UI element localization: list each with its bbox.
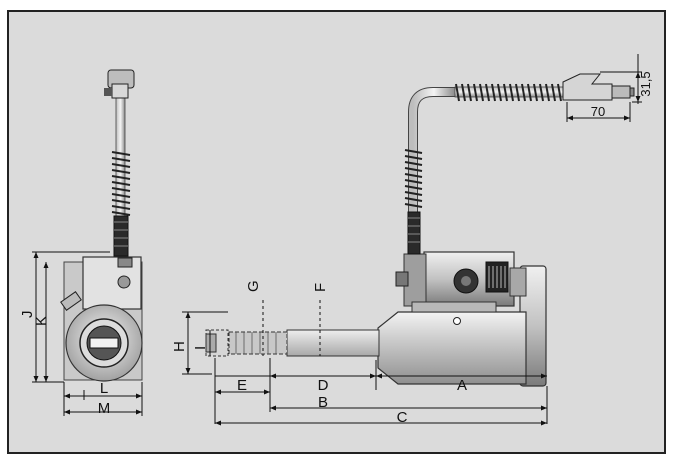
label-l: L: [100, 380, 108, 397]
label-a: A: [457, 377, 467, 394]
end-view-hose-spring: [111, 151, 131, 216]
label-i: I: [192, 346, 209, 350]
cylinder-body: [377, 311, 527, 385]
label-hose-length: 70: [591, 104, 605, 119]
end-view: [60, 69, 143, 382]
side-hose-spring-vertical: [404, 149, 423, 208]
side-hose-sleeve: [407, 211, 421, 255]
label-h: H: [171, 341, 188, 352]
side-view: [205, 73, 635, 387]
label-j: J: [19, 311, 36, 319]
dimension-arrows: [33, 72, 641, 426]
pressure-valve: [395, 271, 409, 287]
end-view-valve: [117, 275, 131, 289]
label-c: C: [397, 409, 408, 426]
label-m: M: [98, 400, 111, 417]
side-hose-spring-horizontal: [455, 83, 562, 102]
label-k: K: [33, 316, 50, 326]
label-f: F: [312, 283, 329, 292]
label-b: B: [318, 394, 328, 411]
extension-screw: [228, 331, 288, 355]
end-view-saddle: [89, 337, 119, 349]
cylinder-bolt: [453, 317, 461, 325]
label-coupler-height: 31,5: [638, 71, 653, 96]
piston-rod: [286, 329, 380, 357]
label-e: E: [237, 377, 247, 394]
dimension-lines: [32, 54, 642, 424]
release-lever: [60, 291, 82, 311]
label-d: D: [318, 377, 329, 394]
label-g: G: [245, 280, 262, 292]
end-view-hose: [115, 97, 126, 217]
quick-coupler: [562, 73, 613, 101]
end-view-connector: [117, 257, 133, 268]
